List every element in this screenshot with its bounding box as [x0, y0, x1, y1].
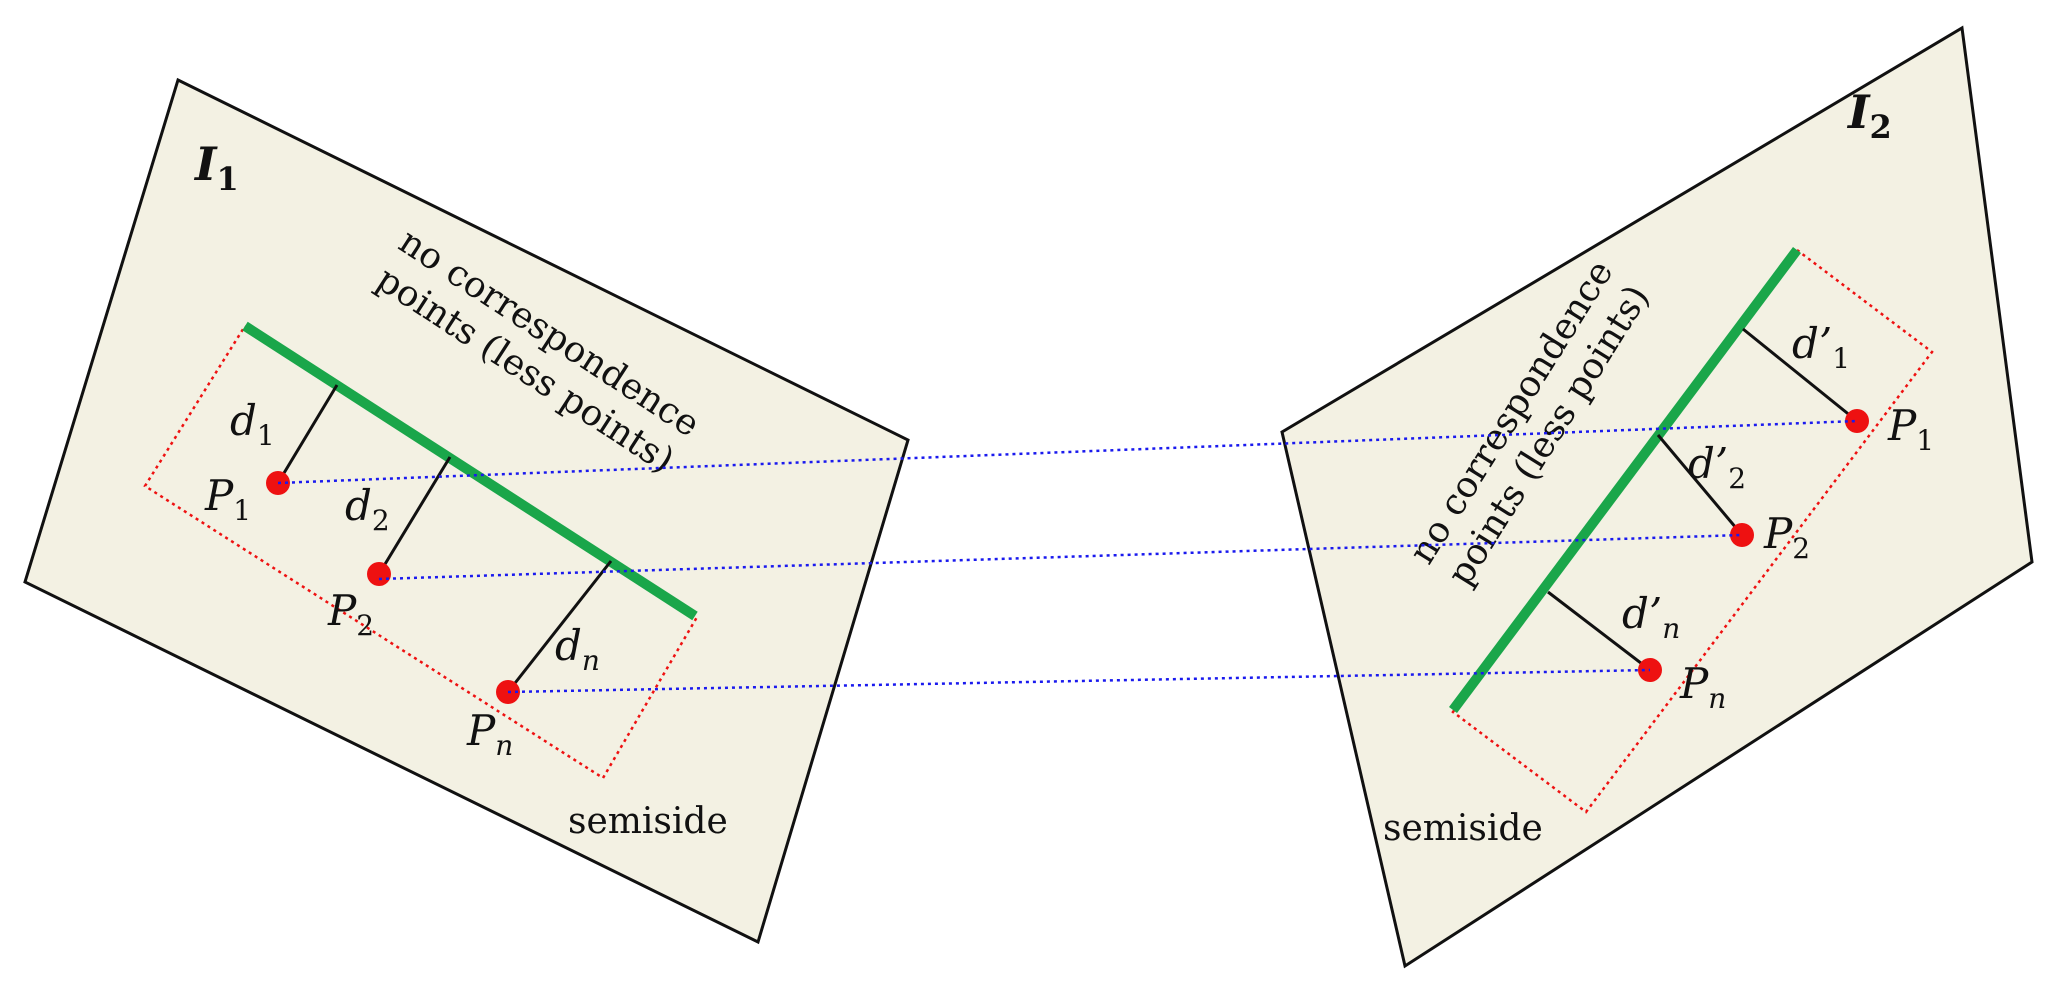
- right-distance-label-1: d’1: [1792, 319, 1850, 375]
- left-point-label-n: Pn: [466, 706, 513, 762]
- right-plane-shape: [1280, 25, 2034, 969]
- left-distance-segment-2: [377, 456, 452, 575]
- left-distance-label-1: d1: [230, 396, 275, 452]
- right-point-label-1: P1: [1887, 401, 1934, 457]
- left-distance-label-2: d2: [345, 481, 390, 537]
- left-point-2: [367, 562, 391, 586]
- correspondence-line-2: [378, 533, 1743, 581]
- correspondence-line-n: [507, 668, 1651, 694]
- correspondence-line-1: [277, 419, 1858, 485]
- left-feature-line: [242, 321, 698, 621]
- right-semiside-box: [1451, 248, 1934, 814]
- left-distance-segment-1: [276, 384, 339, 484]
- left-point-label-1: P1: [204, 471, 251, 527]
- right-point-2: [1730, 523, 1754, 547]
- left-plane-label: I1: [193, 137, 239, 198]
- left-distance-label-n: dn: [555, 621, 600, 677]
- left-image-plane: I1 no correspondence points (less points…: [23, 77, 910, 945]
- left-semiside-label: semiside: [568, 801, 728, 842]
- left-point-label-2: P2: [327, 586, 374, 642]
- right-distance-label-n: d’n: [1622, 589, 1680, 645]
- right-plane-label: I2: [1846, 85, 1892, 146]
- right-image-plane: I2 no correspondence points (less points…: [1280, 25, 2034, 969]
- right-point-1: [1845, 409, 1869, 433]
- left-distance-segment-n: [506, 560, 613, 693]
- right-distance-segment-1: [1742, 327, 1858, 423]
- correspondence-lines: [277, 419, 1858, 694]
- right-semiside-label: semiside: [1383, 808, 1543, 849]
- right-point-label-2: P2: [1763, 509, 1810, 565]
- right-distance-segment-n: [1547, 590, 1651, 672]
- right-point-label-n: Pn: [1679, 659, 1726, 715]
- right-distance-label-2: d’2: [1688, 439, 1746, 495]
- left-plane-shape: [23, 77, 910, 945]
- right-feature-line: [1448, 247, 1802, 713]
- right-distance-segment-2: [1656, 434, 1744, 536]
